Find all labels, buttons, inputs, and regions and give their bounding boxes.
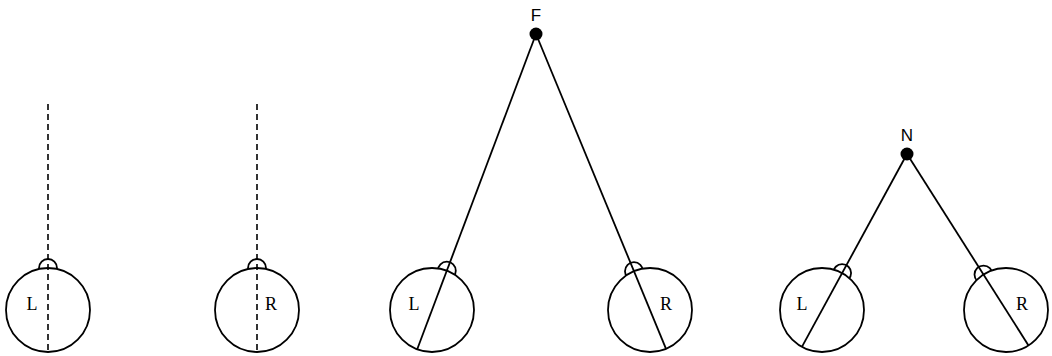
gaze-line [907, 154, 1029, 345]
eye-label: L [27, 295, 38, 313]
eye-label: L [409, 295, 420, 313]
gaze-line [536, 34, 666, 349]
point-label: F [531, 7, 541, 24]
gaze-line [417, 34, 536, 349]
gaze-line [256, 104, 258, 352]
gaze-line [47, 104, 49, 352]
eye-label: R [660, 295, 672, 313]
eye: R [608, 268, 692, 352]
point-label: N [901, 127, 913, 144]
eye: R [215, 268, 299, 352]
eye-label: R [265, 295, 277, 313]
eye: L [780, 268, 864, 352]
eye: R [964, 268, 1048, 352]
eye-label: L [797, 295, 808, 313]
eye: L [390, 268, 474, 352]
gaze-line [802, 154, 907, 347]
eye: L [6, 268, 90, 352]
eye-label: R [1016, 295, 1028, 313]
fixation-point [530, 28, 543, 41]
fixation-point [901, 148, 914, 161]
